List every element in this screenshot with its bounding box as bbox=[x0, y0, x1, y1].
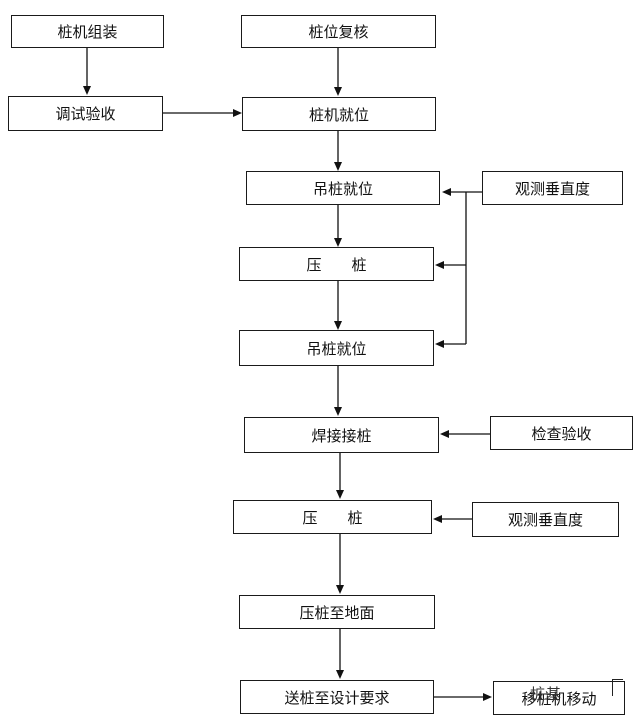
box-observe-verticality: 观测垂直度 bbox=[482, 171, 623, 205]
box-lift-pile-in-place: 吊桩就位 bbox=[246, 171, 440, 205]
arrowhead bbox=[334, 321, 342, 330]
box-move-pile-machine: 移桩机移动 bbox=[493, 681, 625, 715]
box-pile-machine-in-place: 桩机就位 bbox=[242, 97, 436, 131]
box-debug-acceptance: 调试验收 bbox=[8, 96, 163, 131]
arrowhead bbox=[336, 490, 344, 499]
arrowhead bbox=[334, 238, 342, 247]
arrowhead bbox=[483, 693, 492, 701]
box-pile-position-recheck: 桩位复核 bbox=[241, 15, 436, 48]
box-press-pile: 压 桩 bbox=[239, 247, 434, 281]
arrowhead bbox=[83, 86, 91, 95]
box-weld-pile: 焊接接桩 bbox=[244, 417, 439, 453]
arrowhead bbox=[336, 585, 344, 594]
arrowhead bbox=[435, 261, 444, 269]
watermark-text: 桩基 bbox=[530, 685, 563, 703]
box-pile-machine-assembly: 桩机组装 bbox=[11, 15, 164, 48]
box-press-pile-2: 压 桩 bbox=[233, 500, 432, 534]
arrowhead bbox=[334, 87, 342, 96]
arrowhead bbox=[233, 109, 242, 117]
arrowhead bbox=[442, 188, 451, 196]
box-lift-pile-in-place-2: 吊桩就位 bbox=[239, 330, 434, 366]
box-press-to-ground: 压桩至地面 bbox=[239, 595, 435, 629]
box-inspect-acceptance: 检查验收 bbox=[490, 416, 633, 450]
arrowhead bbox=[435, 340, 444, 348]
arrowhead bbox=[334, 162, 342, 171]
arrowhead bbox=[334, 407, 342, 416]
arrowhead bbox=[440, 430, 449, 438]
watermark-bracket-icon bbox=[612, 679, 623, 696]
box-send-pile-to-depth: 送桩至设计要求 bbox=[240, 680, 434, 714]
box-observe-verticality-2: 观测垂直度 bbox=[472, 502, 619, 537]
arrowhead bbox=[336, 670, 344, 679]
arrowhead bbox=[433, 515, 442, 523]
